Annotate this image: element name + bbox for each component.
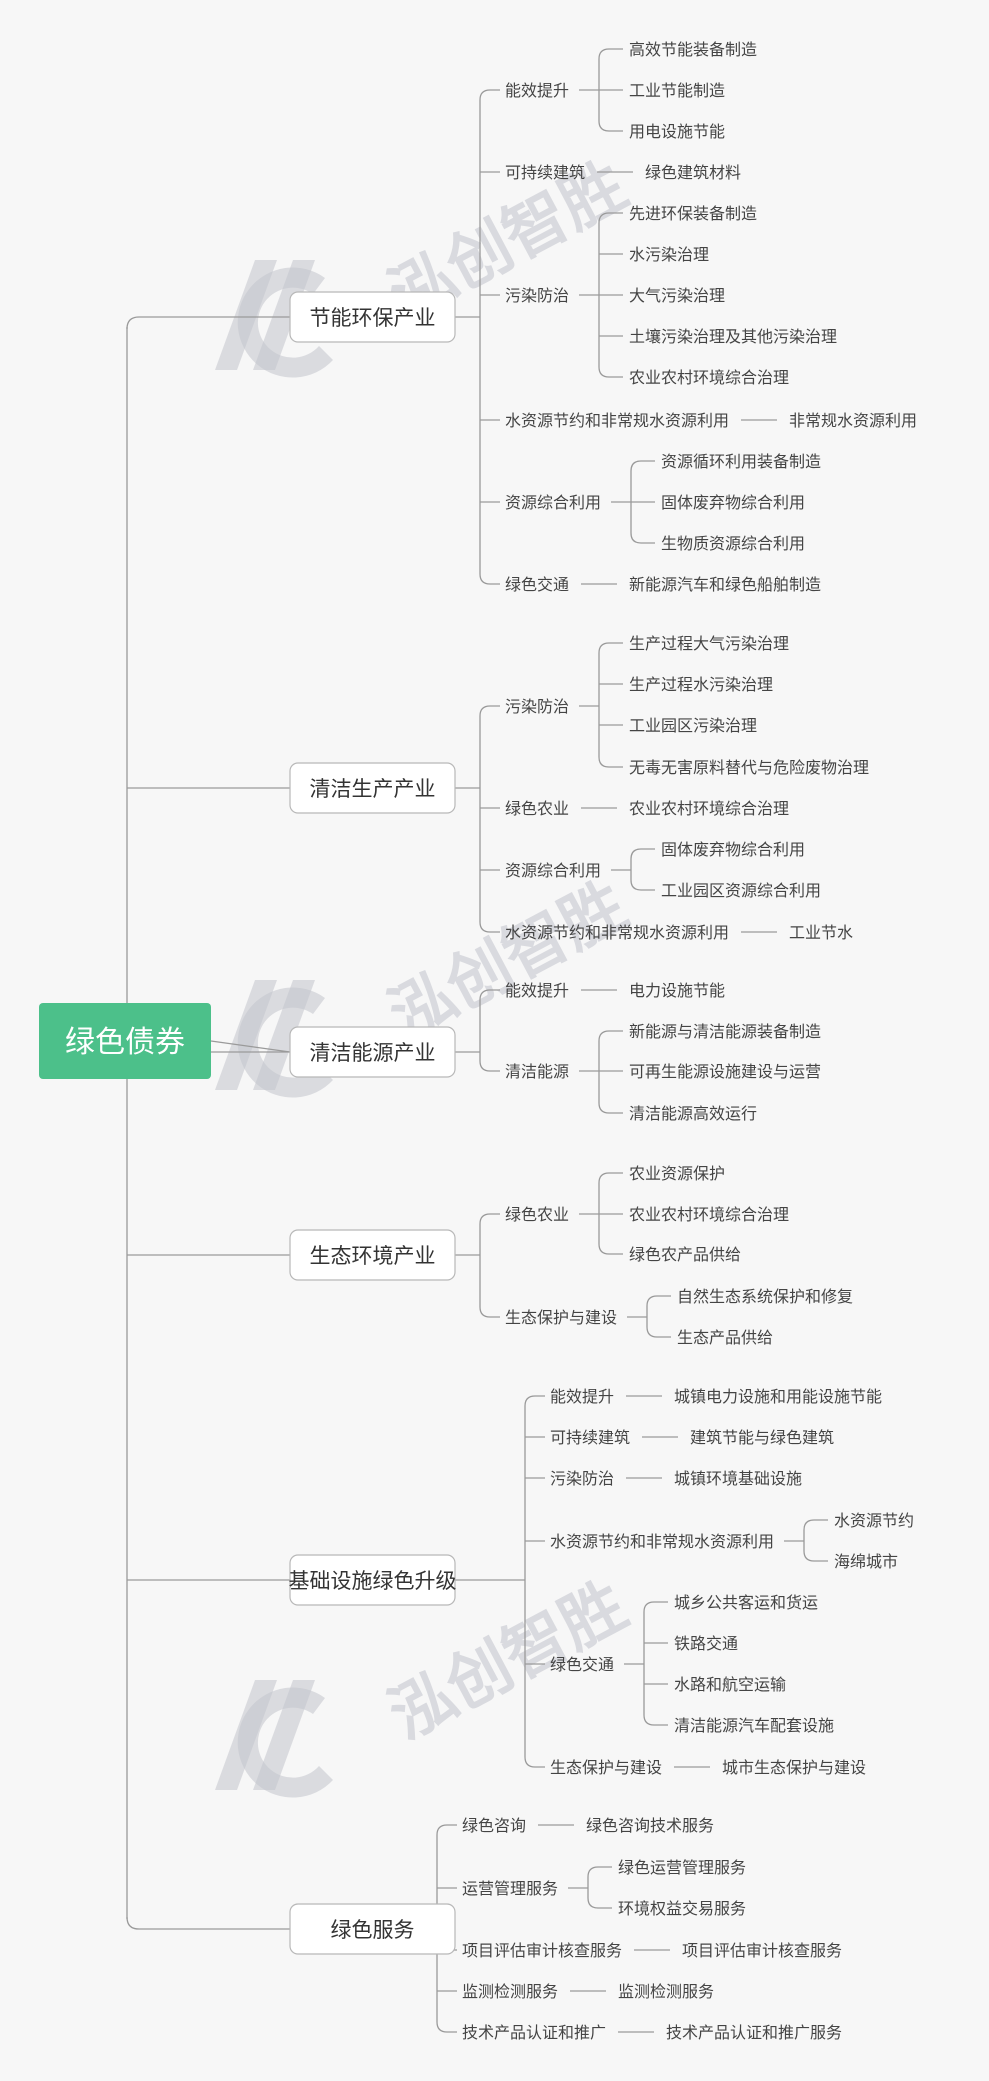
leaf-label: 农业农村环境综合治理: [629, 799, 789, 818]
subcategory-label: 生态保护与建设: [505, 1308, 617, 1327]
leaf-label: 清洁能源汽车配套设施: [674, 1716, 834, 1735]
leaf-label: 清洁能源高效运行: [629, 1104, 757, 1123]
category-node: 清洁能源产业: [289, 1026, 456, 1078]
leaf-label: 先进环保装备制造: [629, 204, 757, 223]
leaf-label: 建筑节能与绿色建筑: [690, 1428, 834, 1447]
connector-lines: [126, 48, 828, 2033]
leaf-label: 固体废弃物综合利用: [661, 493, 805, 512]
watermark-text: 泓创智胜: [378, 869, 639, 1055]
subcategory-label: 可持续建筑: [550, 1428, 630, 1447]
category-label: 节能环保产业: [310, 306, 436, 330]
subcategory-label: 监测检测服务: [462, 1982, 558, 2001]
subcategory-label: 项目评估审计核查服务: [462, 1941, 622, 1960]
leaf-label: 环境权益交易服务: [618, 1899, 746, 1918]
subcategory-label: 绿色农业: [505, 799, 569, 818]
leaf-label: 城乡公共客运和货运: [674, 1593, 818, 1612]
leaf-label: 电力设施节能: [629, 981, 725, 1000]
subcategory-label: 能效提升: [550, 1387, 614, 1406]
leaf-label: 工业园区资源综合利用: [661, 881, 821, 900]
leaf-label: 农业农村环境综合治理: [629, 368, 789, 387]
leaf-label: 技术产品认证和推广服务: [666, 2023, 842, 2042]
category-label: 清洁生产产业: [310, 777, 436, 801]
leaf-label: 生产过程水污染治理: [629, 675, 773, 694]
category-label: 基础设施绿色升级: [289, 1569, 457, 1593]
subcategory-label: 绿色交通: [550, 1655, 614, 1674]
leaf-label: 生物质资源综合利用: [661, 534, 805, 553]
leaf-label: 非常规水资源利用: [789, 411, 917, 430]
category-label: 清洁能源产业: [310, 1041, 436, 1065]
leaf-label: 可再生能源设施建设与运营: [629, 1062, 821, 1081]
subcategory-label: 水资源节约和非常规水资源利用: [505, 411, 729, 430]
category-node: 节能环保产业: [289, 291, 456, 343]
leaf-label: 海绵城市: [834, 1552, 898, 1571]
leaf-label: 新能源汽车和绿色船舶制造: [629, 575, 821, 594]
subcategory-label: 资源综合利用: [505, 861, 601, 880]
leaf-label: 工业园区污染治理: [629, 716, 757, 735]
subcategory-label: 绿色农业: [505, 1205, 569, 1224]
leaf-label: 高效节能装备制造: [629, 40, 757, 59]
watermark-logo: [215, 1680, 333, 1798]
root-label: 绿色债券: [65, 1025, 185, 1060]
leaf-label: 城市生态保护与建设: [722, 1758, 866, 1777]
leaf-label: 铁路交通: [674, 1634, 738, 1653]
leaf-label: 绿色建筑材料: [645, 163, 741, 182]
leaf-label: 绿色运营管理服务: [618, 1858, 746, 1877]
category-node: 绿色服务: [289, 1903, 456, 1955]
leaf-label: 工业节能制造: [629, 81, 725, 100]
subcategory-label: 水资源节约和非常规水资源利用: [550, 1532, 774, 1551]
leaf-label: 生态产品供给: [677, 1328, 773, 1347]
leaf-label: 生产过程大气污染治理: [629, 634, 789, 653]
category-label: 生态环境产业: [310, 1244, 436, 1268]
subcategory-label: 污染防治: [550, 1469, 614, 1488]
leaf-label: 绿色咨询技术服务: [586, 1816, 714, 1835]
subcategory-label: 绿色咨询: [462, 1816, 526, 1835]
leaf-label: 城镇环境基础设施: [674, 1469, 802, 1488]
subcategory-label: 资源综合利用: [505, 493, 601, 512]
nodes: 绿色债券节能环保产业能效提升高效节能装备制造工业节能制造用电设施节能可持续建筑绿…: [39, 40, 917, 2042]
leaf-label: 大气污染治理: [629, 286, 725, 305]
leaf-label: 固体废弃物综合利用: [661, 840, 805, 859]
root-node: 绿色债券: [39, 1003, 211, 1079]
leaf-label: 土壤污染治理及其他污染治理: [629, 327, 837, 346]
leaf-label: 水污染治理: [629, 245, 709, 264]
subcategory-label: 水资源节约和非常规水资源利用: [505, 923, 729, 942]
subcategory-label: 清洁能源: [505, 1062, 569, 1081]
subcategory-label: 绿色交通: [505, 575, 569, 594]
leaf-label: 农业农村环境综合治理: [629, 1205, 789, 1224]
leaf-label: 用电设施节能: [629, 122, 725, 141]
leaf-label: 监测检测服务: [618, 1982, 714, 2001]
leaf-label: 项目评估审计核查服务: [682, 1941, 842, 1960]
leaf-label: 自然生态系统保护和修复: [677, 1287, 853, 1306]
leaf-label: 资源循环利用装备制造: [661, 452, 821, 471]
category-node: 生态环境产业: [289, 1229, 456, 1281]
subcategory-label: 能效提升: [505, 81, 569, 100]
subcategory-label: 生态保护与建设: [550, 1758, 662, 1777]
leaf-label: 新能源与清洁能源装备制造: [629, 1022, 821, 1041]
subcategory-label: 可持续建筑: [505, 163, 585, 182]
category-node: 清洁生产产业: [289, 762, 456, 814]
leaf-label: 无毒无害原料替代与危险废物治理: [629, 758, 869, 777]
watermark-logo: [215, 260, 333, 378]
subcategory-label: 能效提升: [505, 981, 569, 1000]
leaf-label: 水资源节约: [834, 1511, 914, 1530]
leaf-label: 农业资源保护: [629, 1164, 725, 1183]
subcategory-label: 污染防治: [505, 697, 569, 716]
leaf-label: 工业节水: [789, 923, 853, 942]
category-label: 绿色服务: [331, 1918, 415, 1942]
subcategory-label: 运营管理服务: [462, 1879, 558, 1898]
leaf-label: 城镇电力设施和用能设施节能: [674, 1387, 882, 1406]
subcategory-label: 技术产品认证和推广: [462, 2023, 606, 2042]
subcategory-label: 污染防治: [505, 286, 569, 305]
leaf-label: 水路和航空运输: [674, 1675, 786, 1694]
watermark-logo: [215, 980, 333, 1098]
category-node: 基础设施绿色升级: [289, 1554, 457, 1606]
leaf-label: 绿色农产品供给: [629, 1245, 741, 1264]
